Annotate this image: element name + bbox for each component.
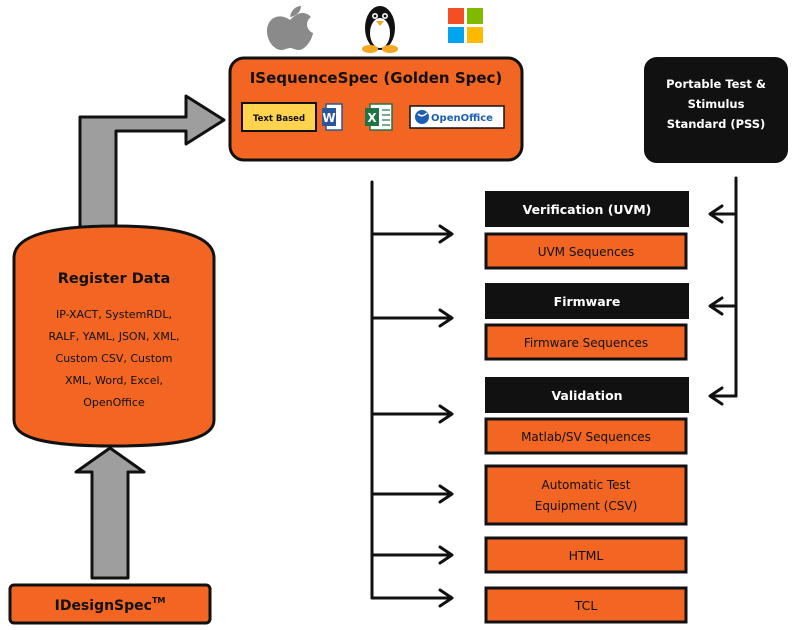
register-line-3: Custom CSV, Custom bbox=[56, 352, 173, 365]
tcl-box: TCL bbox=[484, 586, 688, 624]
tcl-label: TCL bbox=[574, 598, 598, 613]
openoffice-logo: OpenOffice bbox=[409, 105, 505, 129]
register-line-1: IP-XACT, SystemRDL, bbox=[56, 308, 172, 321]
register-data-title: Register Data bbox=[58, 271, 170, 287]
pss-line-1: Portable Test & bbox=[666, 77, 766, 91]
openoffice-label: OpenOffice bbox=[431, 113, 493, 124]
firmware-group: Firmware Firmware Sequences bbox=[484, 283, 689, 361]
excel-icon-letter: X bbox=[367, 111, 377, 125]
register-data-box: Register Data IP-XACT, SystemRDL, RALF, … bbox=[12, 224, 216, 448]
windows-icon bbox=[448, 8, 483, 43]
ate-line-1: Automatic Test bbox=[542, 478, 631, 492]
verification-group: Verification (UVM) UVM Sequences bbox=[484, 191, 689, 270]
firmware-header: Firmware bbox=[554, 294, 621, 309]
word-icon: W bbox=[322, 103, 343, 131]
validation-header: Validation bbox=[551, 388, 622, 403]
distribution-lines bbox=[370, 180, 454, 608]
apple-icon bbox=[267, 6, 313, 50]
firmware-sequences: Firmware Sequences bbox=[524, 336, 648, 350]
html-box: HTML bbox=[484, 536, 688, 574]
register-line-2: RALF, YAML, JSON, XML, bbox=[49, 330, 180, 343]
idesignspec-box: IDesignSpecTM bbox=[8, 583, 212, 625]
idesignspec-label: IDesignSpecTM bbox=[55, 596, 166, 614]
arrow-idesignspec-to-register bbox=[74, 446, 146, 580]
register-line-4: XML, Word, Excel, bbox=[65, 374, 163, 387]
matlab-sequences: Matlab/SV Sequences bbox=[521, 430, 651, 444]
idesignspec-tm: TM bbox=[152, 596, 165, 605]
validation-group: Validation Matlab/SV Sequences bbox=[484, 377, 689, 455]
text-based-format: Text Based bbox=[241, 102, 317, 132]
arrow-register-to-spec bbox=[78, 94, 226, 230]
pss-line-3: Standard (PSS) bbox=[667, 117, 766, 131]
pss-lines bbox=[708, 176, 738, 406]
text-based-label: Text Based bbox=[253, 114, 305, 124]
golden-spec-title: ISequenceSpec (Golden Spec) bbox=[250, 69, 503, 87]
ate-box: Automatic Test Equipment (CSV) bbox=[484, 464, 688, 526]
idesignspec-name: IDesignSpec bbox=[55, 598, 152, 614]
html-label: HTML bbox=[569, 548, 604, 563]
pss-line-2: Stimulus bbox=[688, 97, 745, 111]
excel-icon: X bbox=[365, 103, 393, 131]
register-line-5: OpenOffice bbox=[83, 396, 145, 409]
golden-spec-box: ISequenceSpec (Golden Spec) Text Based W… bbox=[228, 56, 524, 162]
verification-header: Verification (UVM) bbox=[523, 202, 652, 217]
pss-box: Portable Test & Stimulus Standard (PSS) bbox=[644, 57, 788, 163]
word-icon-letter: W bbox=[322, 111, 335, 125]
linux-tux-icon bbox=[362, 6, 398, 53]
ate-line-2: Equipment (CSV) bbox=[535, 499, 638, 513]
uvm-sequences: UVM Sequences bbox=[538, 245, 635, 259]
